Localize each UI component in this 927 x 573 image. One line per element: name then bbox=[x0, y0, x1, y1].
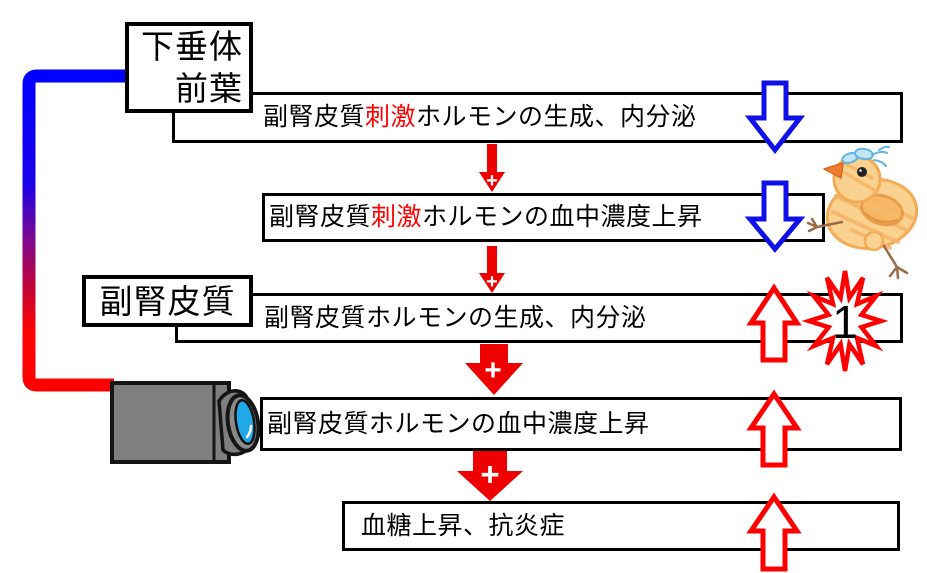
flow-box-cortisol-production: 副腎皮質ホルモンの生成、内分泌 bbox=[175, 293, 903, 343]
organ-label-line2: 前葉 bbox=[175, 70, 243, 107]
flow-box-effects: 血糖上昇、抗炎症 bbox=[342, 501, 900, 551]
emphasis-text: 刺激 bbox=[371, 203, 423, 231]
chick-eye bbox=[857, 167, 867, 177]
organ-label: 副腎皮質 bbox=[99, 283, 236, 320]
flow-box-text: 血糖上昇、抗炎症 bbox=[361, 511, 566, 540]
chick-bow bbox=[841, 145, 890, 167]
organ-box-pituitary: 下垂体 前葉 bbox=[125, 22, 253, 113]
organ-box-adrenal-cortex: 副腎皮質 bbox=[82, 275, 253, 327]
flow-box-cortisol-blood-level: 副腎皮質ホルモンの血中濃度上昇 bbox=[260, 397, 902, 451]
emphasis-text: 刺激 bbox=[365, 103, 417, 131]
chick-drawing bbox=[806, 145, 919, 280]
flow-box-text: 副腎皮質ホルモンの血中濃度上昇 bbox=[267, 409, 650, 438]
organ-label-line1: 下垂体 bbox=[141, 28, 243, 65]
flow-box-text: 副腎皮質ホルモンの生成、内分泌 bbox=[264, 303, 647, 332]
chick-beak bbox=[823, 162, 844, 179]
camera-icon bbox=[110, 381, 261, 464]
flow-box-text: 副腎皮質刺激ホルモンの生成、内分泌 bbox=[263, 103, 697, 131]
plus-down-arrow-icon-big-2 bbox=[457, 451, 523, 501]
plus-down-arrow-icon-big-1 bbox=[465, 344, 523, 395]
plus-symbol-big-1: + bbox=[484, 354, 502, 387]
flow-box-acth-production: 副腎皮質刺激ホルモンの生成、内分泌 bbox=[172, 92, 903, 143]
plus-down-arrow-icon-small-2 bbox=[479, 246, 505, 293]
feedback-connector-line bbox=[22, 69, 127, 392]
plus-down-arrow-icon-small-1 bbox=[479, 144, 505, 192]
flow-box-text: 副腎皮質刺激ホルモンの血中濃度上昇 bbox=[269, 203, 703, 231]
plus-symbol-small-2: + bbox=[486, 271, 498, 293]
plus-symbol-big-2: + bbox=[480, 455, 500, 493]
plus-symbol-small-1: + bbox=[486, 170, 498, 192]
flow-box-acth-blood-level: 副腎皮質刺激ホルモンの血中濃度上昇 bbox=[262, 193, 825, 242]
